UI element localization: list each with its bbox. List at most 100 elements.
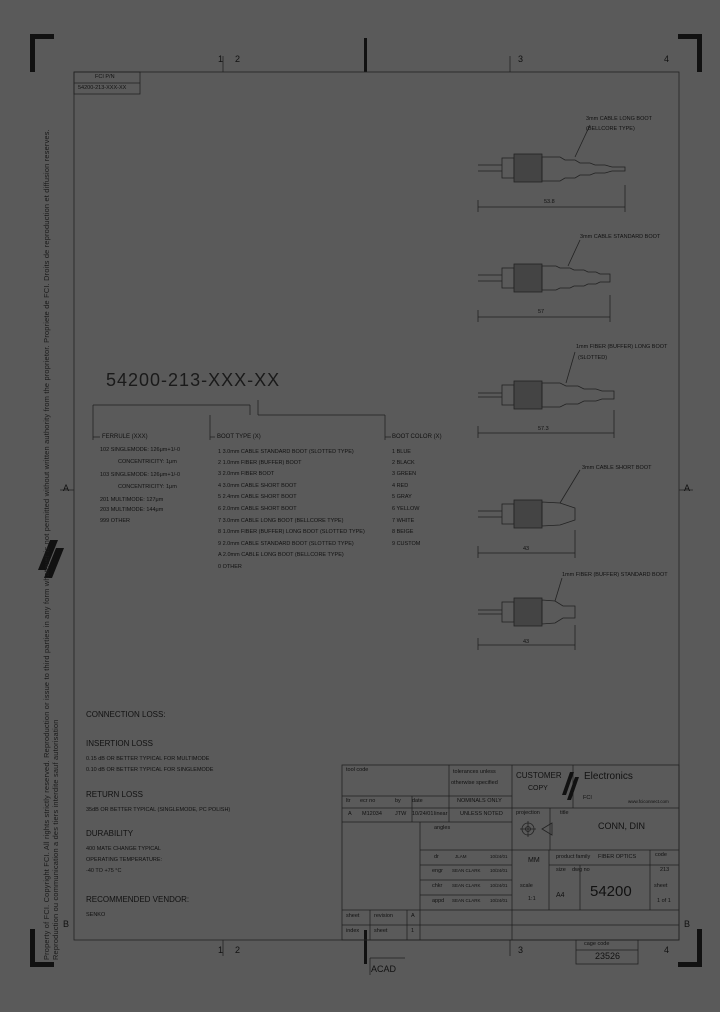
list-item: 8 1.0mm FIBER (BUFFER) LONG BOOT (SLOTTE… bbox=[218, 529, 365, 535]
dwg-no: 54200 bbox=[590, 883, 632, 900]
return-line: 35dB OR BETTER TYPICAL (SINGLEMODE, PC P… bbox=[86, 807, 231, 813]
copyright-watermark: Property of FCI. Copyright FCI. All righ… bbox=[42, 129, 60, 960]
list-item: 4 3.0mm CABLE SHORT BOOT bbox=[218, 483, 297, 489]
center-mark-bottom bbox=[364, 930, 367, 964]
appd-date: 10/24/01 bbox=[490, 898, 508, 903]
list-item: 103 SINGLEMODE: 126μm+1/-0 bbox=[100, 472, 181, 478]
zone-left-a: A bbox=[63, 483, 70, 493]
copy-label: COPY bbox=[528, 785, 548, 792]
code-value: 213 bbox=[660, 867, 670, 873]
corner-mark-bl bbox=[30, 962, 54, 967]
list-item: 3 GREEN bbox=[392, 471, 417, 477]
website: www.fciconnect.com bbox=[628, 799, 669, 804]
engr-name: SEAN CLARK bbox=[452, 868, 481, 873]
list-item: A 2.0mm CABLE LONG BOOT (BELLCORE TYPE) bbox=[218, 552, 344, 558]
cage-code: 23526 bbox=[595, 951, 621, 961]
tolerances-label: tolerances unless bbox=[453, 769, 496, 775]
list-item: CONCENTRICITY: 1μm bbox=[118, 484, 177, 490]
corner-mark-tl-v bbox=[30, 34, 35, 72]
pn-value: 54200-213-XXX-XX bbox=[78, 85, 127, 91]
list-item: 2 1.0mm FIBER (BUFFER) BOOT bbox=[218, 460, 302, 466]
product-family: FIBER OPTICS bbox=[598, 854, 637, 860]
zone-right-a: A bbox=[684, 483, 691, 493]
dim-4: 43 bbox=[523, 546, 530, 552]
drawing-label-3: 1mm FIBER (BUFFER) LONG BOOT bbox=[576, 344, 668, 350]
ltr-label: ltr bbox=[346, 798, 351, 804]
unless-noted: UNLESS NOTED bbox=[460, 811, 503, 817]
sheet2-value: 1 bbox=[411, 928, 415, 934]
drawing-title: CONN, DIN bbox=[598, 821, 645, 831]
rev-ecr: M12034 bbox=[362, 811, 382, 817]
cage-code-label: cage code bbox=[584, 941, 610, 947]
durability-heading: DURABILITY bbox=[86, 829, 134, 838]
zone-right-b: B bbox=[684, 919, 691, 929]
angles-label: angles bbox=[434, 825, 451, 831]
vendor-line: SENKO bbox=[86, 912, 106, 918]
zone-bottom-1: 1 bbox=[218, 945, 224, 955]
drawing-label-1: 3mm CABLE LONG BOOT bbox=[586, 116, 653, 122]
engr-date: 10/24/01 bbox=[490, 868, 508, 873]
sheet-label: sheet bbox=[654, 883, 668, 889]
durability-line: 400 MATE CHANGE TYPICAL bbox=[86, 846, 161, 852]
appd-label: appd bbox=[432, 898, 445, 904]
dim-3: 57.3 bbox=[538, 426, 549, 432]
list-item: 7 3.0mm CABLE LONG BOOT (BELLCORE TYPE) bbox=[218, 518, 344, 524]
scale-value: 1:1 bbox=[528, 896, 536, 902]
linear-label: linear bbox=[434, 811, 448, 817]
rev-by: JTW bbox=[395, 811, 407, 817]
dr-date: 10/24/01 bbox=[490, 854, 508, 859]
dim-5: 43 bbox=[523, 639, 530, 645]
dim-2: 57 bbox=[538, 309, 545, 315]
zone-top-4: 4 bbox=[664, 54, 670, 64]
list-item: 6 YELLOW bbox=[392, 506, 420, 512]
list-item: 203 MULTIMODE: 144μm bbox=[100, 507, 164, 513]
chkr-date: 10/24/01 bbox=[490, 883, 508, 888]
corner-mark-bl-v bbox=[30, 929, 35, 967]
list-item: 7 WHITE bbox=[392, 518, 415, 524]
appd-name: SEAN CLARK bbox=[452, 898, 481, 903]
dim-1: 53.8 bbox=[544, 199, 555, 205]
otherwise-label: otherwise specified bbox=[451, 780, 498, 786]
fci-logo-shape bbox=[38, 540, 579, 800]
insertion-line: 0.10 dB OR BETTER TYPICAL FOR SINGLEMODE bbox=[86, 767, 214, 773]
list-item: 2 BLACK bbox=[392, 460, 415, 466]
by-label: by bbox=[395, 798, 401, 804]
list-item: 5 2.4mm CABLE SHORT BOOT bbox=[218, 494, 297, 500]
list-item: 1 3.0mm CABLE STANDARD BOOT (SLOTTED TYP… bbox=[218, 449, 354, 455]
list-item: 8 BEIGE bbox=[392, 529, 414, 535]
projection-label: projection bbox=[516, 810, 540, 816]
company-name: Electronics bbox=[584, 771, 633, 782]
corner-mark-tr bbox=[678, 34, 702, 39]
boot-color-title: BOOT COLOR (X) bbox=[392, 434, 442, 440]
dr-label: dr bbox=[434, 854, 439, 860]
drawing-label-5: 1mm FIBER (BUFFER) STANDARD BOOT bbox=[562, 572, 668, 578]
zone-bottom-3: 3 bbox=[518, 945, 524, 955]
list-item: 3 2.0mm FIBER BOOT bbox=[218, 471, 275, 477]
drawing-label-3b: (SLOTTED) bbox=[578, 355, 608, 361]
durability-line: -40 TO +75 °C bbox=[86, 868, 122, 874]
corner-mark-tl bbox=[30, 34, 54, 39]
dr-name: JLAM bbox=[455, 854, 467, 859]
list-item: 6 2.0mm CABLE SHORT BOOT bbox=[218, 506, 297, 512]
revision-label: revision bbox=[374, 913, 393, 919]
insertion-loss-heading: INSERTION LOSS bbox=[86, 739, 153, 748]
size-value: A4 bbox=[556, 892, 565, 899]
corner-mark-br-v bbox=[697, 929, 702, 967]
list-item: 102 SINGLEMODE: 126μm+1/-0 bbox=[100, 447, 181, 453]
rev-date: 10/24/01 bbox=[412, 811, 434, 817]
corner-mark-br bbox=[678, 962, 702, 967]
zone-top-1: 1 bbox=[218, 54, 224, 64]
zone-top-2: 2 bbox=[235, 54, 241, 64]
acad-label: ACAD bbox=[371, 964, 397, 974]
list-item: 4 RED bbox=[392, 483, 409, 489]
list-item: 9 CUSTOM bbox=[392, 541, 421, 547]
sheet2-label: sheet bbox=[374, 928, 388, 934]
product-family-label: product family bbox=[556, 854, 591, 860]
ecr-label: ecr no bbox=[360, 798, 376, 804]
dwg-no-label: dwg no bbox=[572, 867, 590, 873]
durability-line: OPERATING TEMPERATURE: bbox=[86, 857, 163, 863]
boot-type-title: BOOT TYPE (X) bbox=[217, 434, 261, 440]
zone-bottom-4: 4 bbox=[664, 945, 670, 955]
chkr-name: SEAN CLARK bbox=[452, 883, 481, 888]
drawing-label-4: 3mm CABLE SHORT BOOT bbox=[582, 465, 652, 471]
